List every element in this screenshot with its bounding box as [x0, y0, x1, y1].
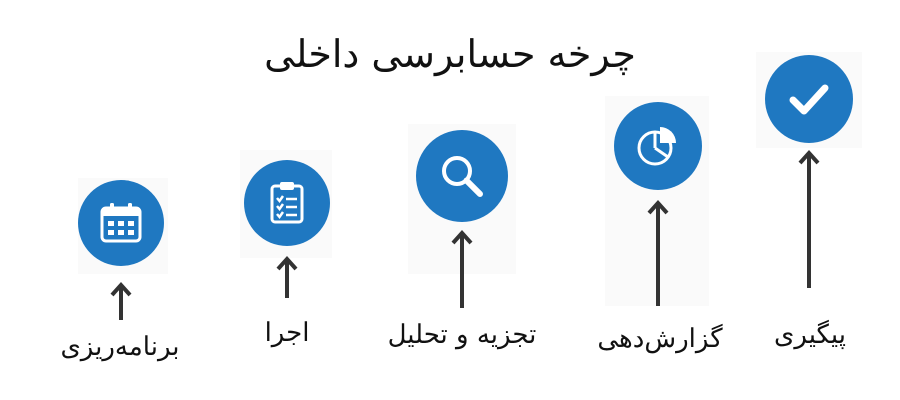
arrow-up-icon: [798, 150, 820, 288]
step-label-planning: برنامه‌ریزی: [60, 332, 180, 362]
calendar-icon: [100, 203, 142, 243]
diagram-title: چرخه حسابرسی داخلی: [264, 32, 636, 76]
magnifier-icon: [442, 156, 483, 197]
step-circle-reporting: [614, 102, 702, 190]
step-label-reporting: گزارش‌دهی: [597, 324, 723, 354]
arrow-up-icon: [276, 256, 298, 298]
step-circle-execution: [244, 160, 330, 246]
arrow-up-icon: [110, 282, 132, 320]
checkmark-icon: [789, 84, 829, 115]
clipboard-checklist-icon: [270, 182, 304, 224]
step-label-execution: اجرا: [264, 318, 310, 348]
step-label-analysis: تجزیه و تحلیل: [387, 320, 537, 350]
arrow-up-icon: [451, 230, 473, 308]
arrow-up-icon: [647, 200, 669, 306]
step-circle-analysis: [416, 130, 508, 222]
step-circle-followup: [765, 55, 853, 143]
step-circle-planning: [78, 180, 164, 266]
step-label-followup: پیگیری: [774, 320, 846, 350]
pie-chart-icon: [637, 127, 676, 166]
